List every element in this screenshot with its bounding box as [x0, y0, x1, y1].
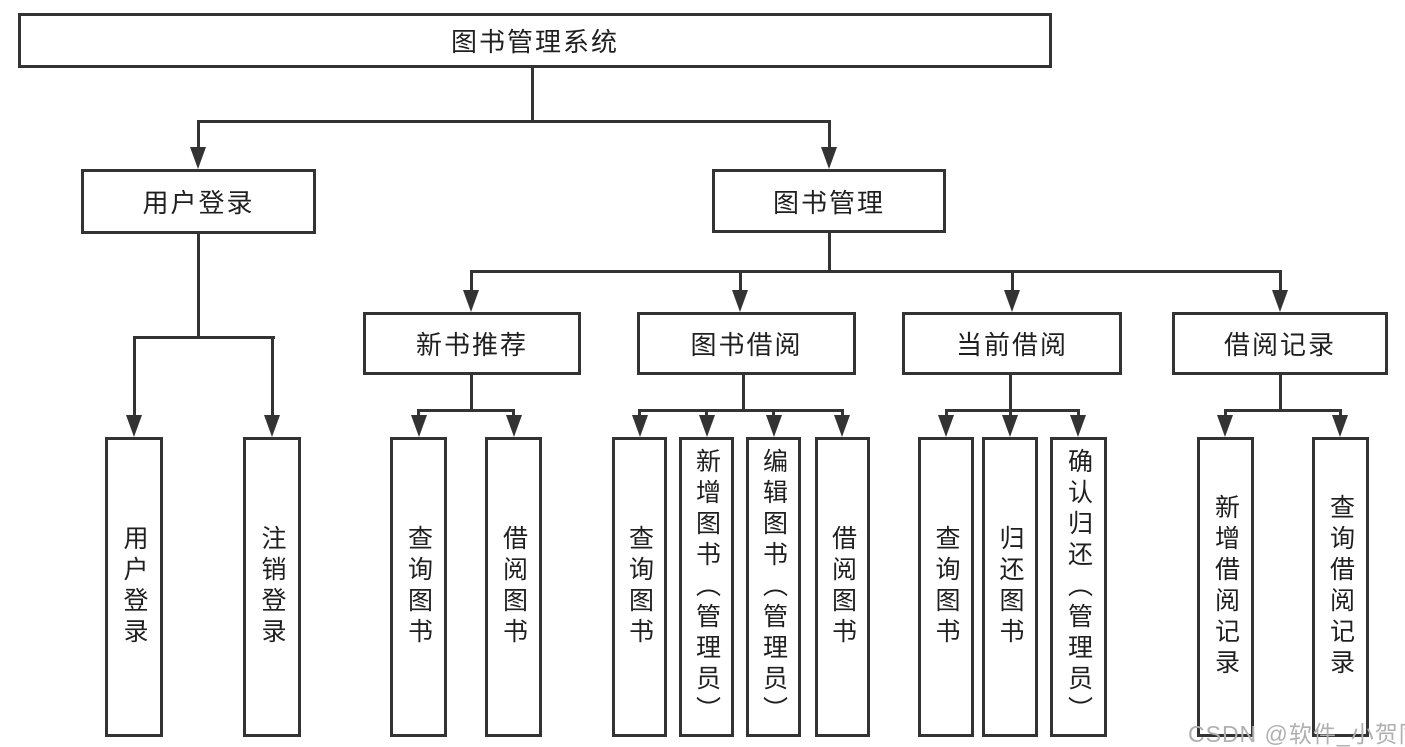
leaf-logout-login: 注销登录 [243, 437, 301, 737]
arrow-down-icon [766, 415, 782, 437]
connector-line [1279, 270, 1282, 294]
connector-line [133, 336, 136, 423]
leaf-query-books-current: 查询图书 [918, 437, 974, 737]
leaf-borrow-books: 借阅图书 [815, 437, 870, 737]
watermark-text: CSDN @软件_小贺同学 [1188, 721, 1405, 747]
connector-line [739, 270, 742, 294]
connector-line [417, 409, 515, 412]
connector-line [1224, 409, 1341, 412]
connector-line [1009, 375, 1012, 411]
connector-line [470, 270, 473, 294]
arrow-down-icon [1217, 415, 1233, 437]
connector-line [1011, 270, 1014, 294]
node-new-book-recommendation: 新书推荐 [363, 312, 581, 375]
arrow-down-icon [821, 147, 837, 169]
arrow-down-icon [732, 290, 748, 312]
connector-line [197, 120, 831, 123]
arrow-down-icon [938, 415, 954, 437]
arrow-down-icon [1004, 290, 1020, 312]
connector-line [470, 270, 1282, 273]
connector-line [197, 120, 200, 152]
arrow-down-icon [126, 415, 142, 437]
arrow-down-icon [411, 415, 427, 437]
leaf-query-books-borrow: 查询图书 [612, 437, 667, 737]
leaf-add-borrow-record: 新增借阅记录 [1197, 437, 1254, 737]
node-current-borrowing: 当前借阅 [902, 312, 1122, 375]
leaf-add-book-admin: 新增图书（管理员） [679, 437, 734, 737]
arrow-down-icon [834, 415, 850, 437]
arrow-down-icon [1272, 290, 1288, 312]
connector-line [945, 409, 1079, 412]
connector-line [133, 336, 275, 339]
connector-line [742, 375, 745, 411]
arrow-down-icon [264, 415, 280, 437]
connector-line [828, 120, 831, 152]
leaf-query-books-recommend: 查询图书 [390, 437, 447, 737]
connector-line [638, 409, 844, 412]
arrow-down-icon [506, 415, 522, 437]
leaf-query-borrow-record: 查询借阅记录 [1312, 437, 1369, 737]
arrow-down-icon [632, 415, 648, 437]
connector-line [828, 233, 831, 272]
connector-line [197, 234, 200, 339]
arrow-down-icon [190, 147, 206, 169]
arrow-down-icon [1002, 415, 1018, 437]
connector-line [531, 68, 534, 122]
leaf-return-books: 归还图书 [982, 437, 1038, 737]
leaf-user-login: 用户登录 [105, 437, 163, 737]
leaf-edit-book-admin: 编辑图书（管理员） [746, 437, 801, 737]
connector-line [1279, 375, 1282, 411]
leaf-confirm-return-admin: 确认归还（管理员） [1050, 437, 1107, 737]
node-library-management-system: 图书管理系统 [18, 13, 1052, 68]
arrow-down-icon [1070, 415, 1086, 437]
node-borrowing-records: 借阅记录 [1172, 312, 1388, 375]
arrow-down-icon [699, 415, 715, 437]
node-book-borrowing: 图书借阅 [637, 312, 856, 375]
node-book-management: 图书管理 [712, 169, 946, 233]
connector-line [271, 336, 274, 423]
connector-line [470, 375, 473, 411]
leaf-borrow-books-recommend: 借阅图书 [485, 437, 542, 737]
arrow-down-icon [1332, 415, 1348, 437]
arrow-down-icon [463, 290, 479, 312]
node-user-login: 用户登录 [81, 169, 316, 234]
